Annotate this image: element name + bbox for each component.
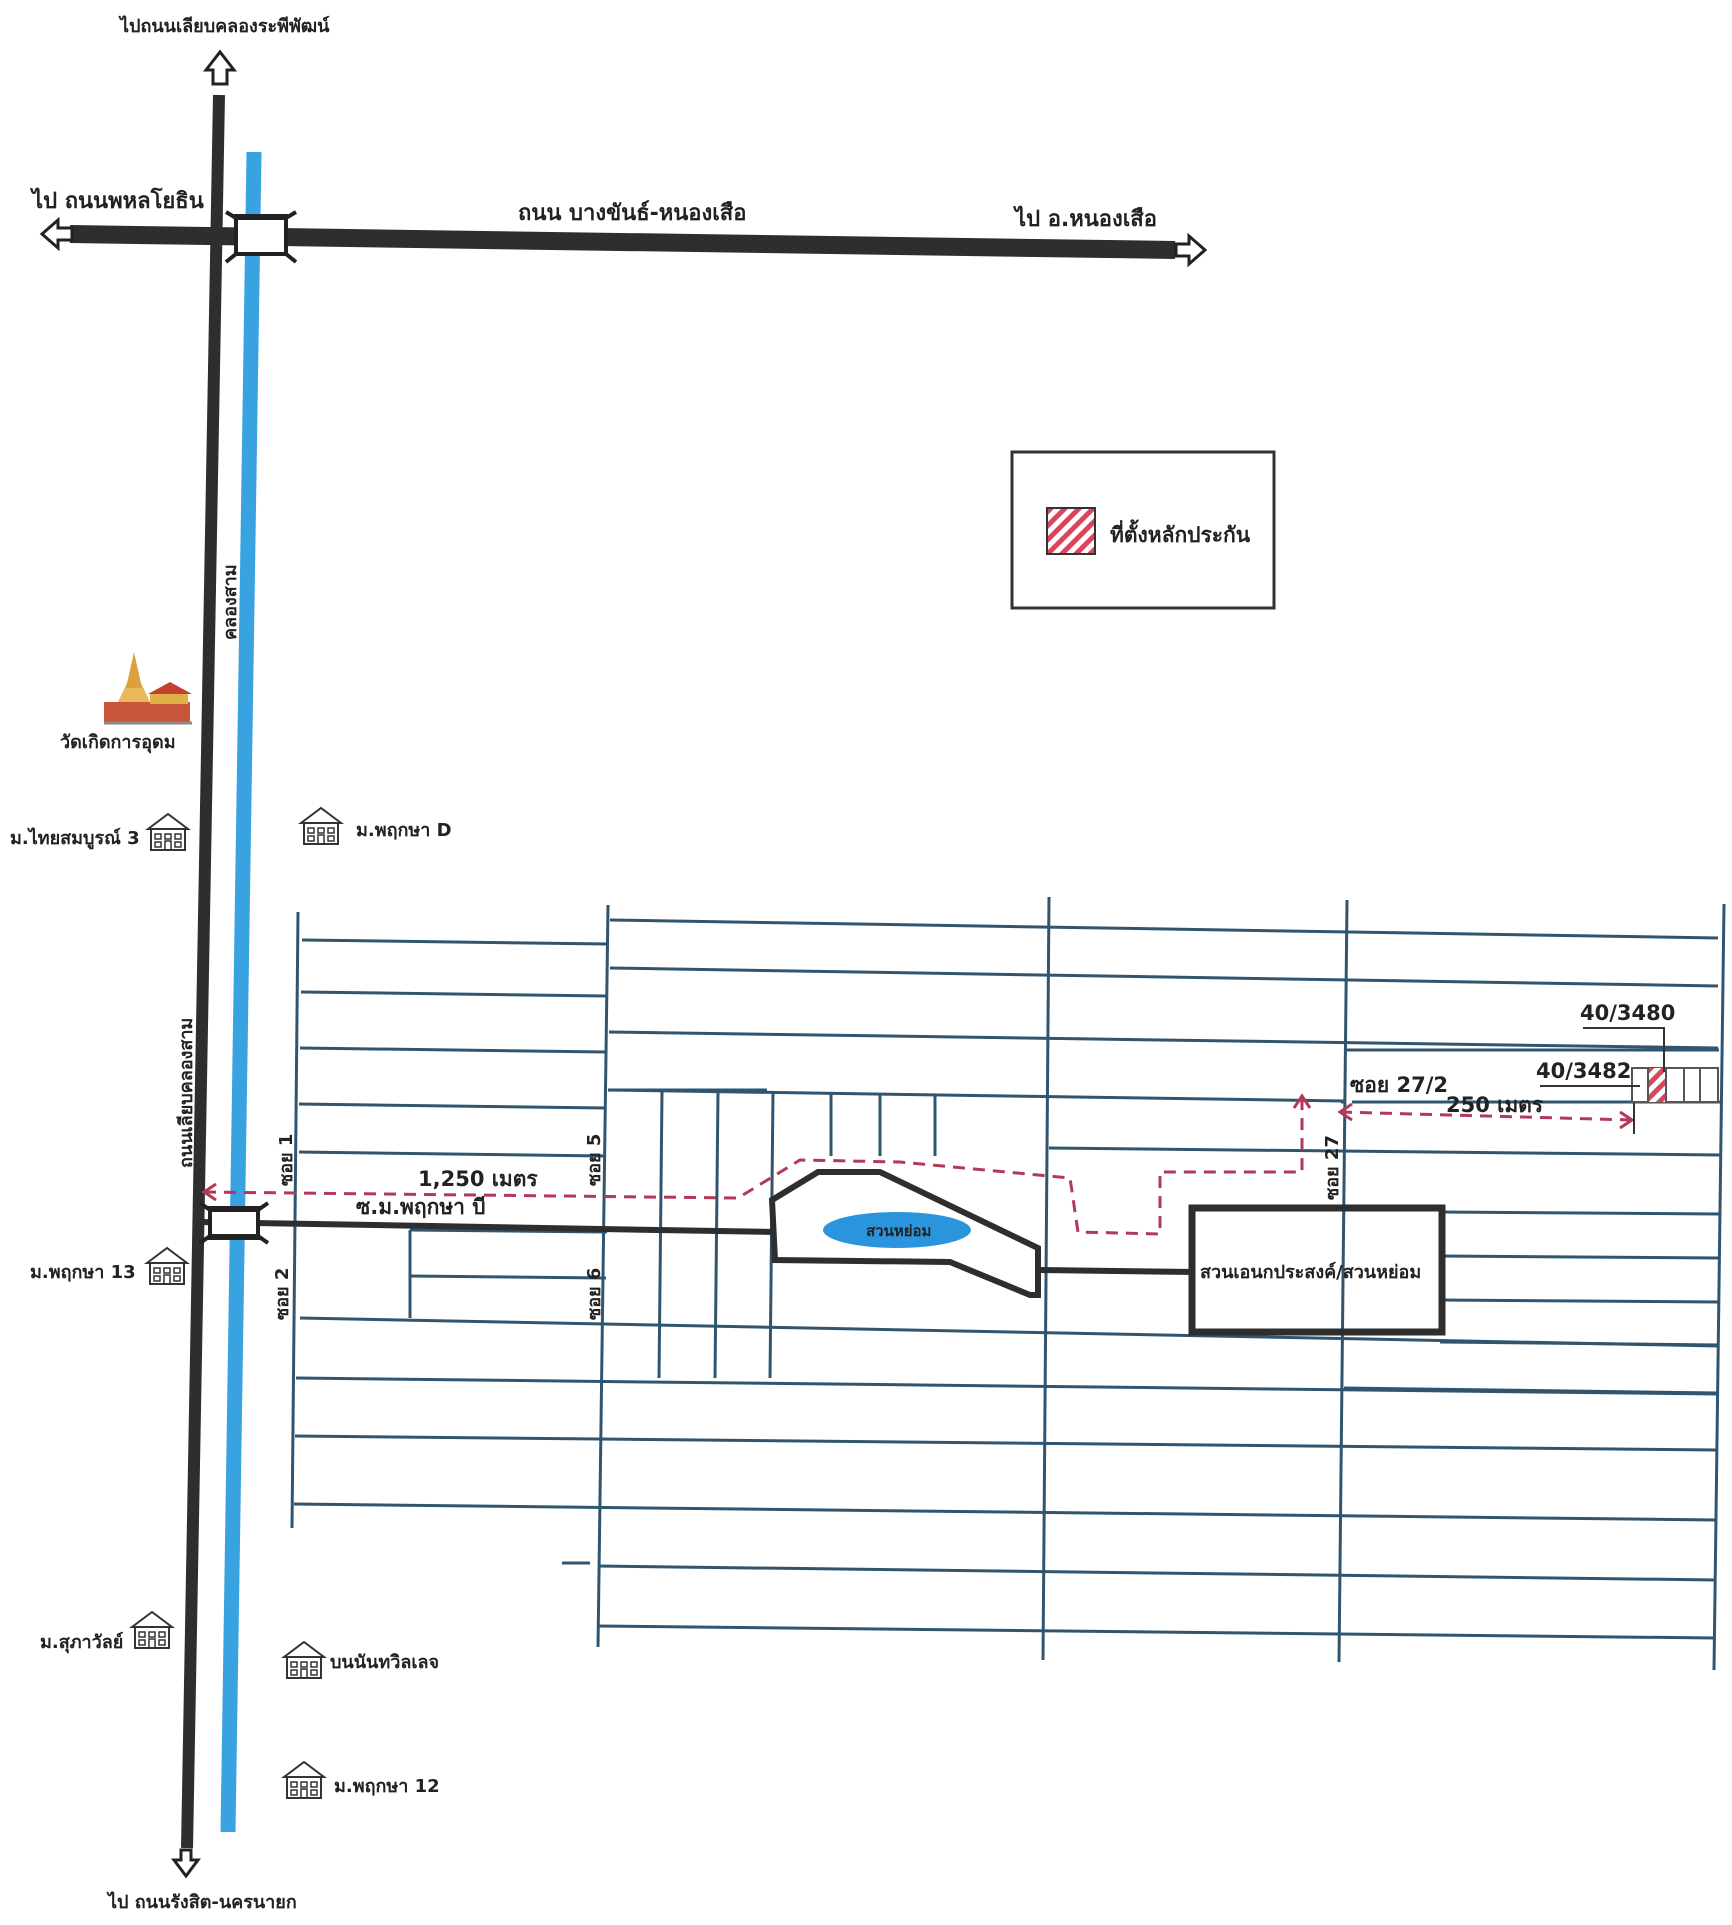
label-village-road: ซ.ม.พฤกษา บี (356, 1195, 486, 1219)
label-to-east: ไป อ.หนองเสือ (1013, 205, 1157, 232)
label-thai-somboon: ม.ไทยสมบูรณ์ 3 (10, 827, 140, 850)
canal-khlong-sam (220, 151, 262, 1833)
label-plot-a: 40/3480 (1580, 1001, 1675, 1025)
pond-ellipse (823, 1212, 971, 1248)
label-soi-27: ซอย 27 (1322, 1135, 1343, 1200)
village-road-pruksa-b (199, 1219, 776, 1235)
label-to-south: ไป ถนนรังสิต-นครนายก (106, 1891, 297, 1913)
label-pruksa-12: ม.พฤกษา 12 (334, 1776, 440, 1797)
bridge-icon (224, 210, 298, 264)
label-soi-2: ซอย 2 (272, 1268, 293, 1320)
house-icon (147, 813, 189, 851)
left-arrow-icon (39, 216, 74, 252)
label-soi-27-2: ซอย 27/2 (1350, 1073, 1448, 1097)
house-icon (131, 1611, 173, 1649)
hatched-plot-icon (1648, 1068, 1666, 1102)
house-icon (283, 1641, 325, 1679)
label-main-road: ถนน บางขันธ์-หนองเสือ (518, 200, 746, 226)
subdivision-grid (290, 896, 1726, 1671)
label-soi-6: ซอย 6 (584, 1268, 605, 1320)
down-arrow-icon (171, 1848, 201, 1879)
label-park: สวนเอนกประสงค์/สวนหย่อม (1200, 1261, 1421, 1283)
label-pruksa-d: ม.พฤกษา D (356, 820, 452, 841)
label-temple: วัดเกิดการอุดม (60, 732, 176, 754)
label-dist-250: 250 เมตร (1446, 1093, 1544, 1117)
temple-icon (104, 652, 192, 725)
label-pond: สวนหย่อม (866, 1222, 931, 1240)
legend-label: ที่ตั้งหลักประกัน (1110, 519, 1251, 547)
legend: ที่ตั้งหลักประกัน (1010, 450, 1276, 610)
label-to-west: ไป ถนนพหลโยธิน (30, 187, 204, 214)
right-arrow-icon (1174, 232, 1208, 268)
label-canal: คลองสาม (220, 564, 241, 640)
collateral-plot (1540, 1027, 1719, 1103)
label-bnn: บนนันทวิลเลจ (330, 1652, 439, 1673)
hatched-plot-icon (1046, 507, 1096, 555)
label-canal-road: ถนนเลียบคลองสาม (176, 1018, 197, 1168)
route-path (203, 1098, 1633, 1236)
multipurpose-park-outline (1188, 1204, 1446, 1336)
label-dist-1250: 1,250 เมตร (418, 1167, 538, 1191)
bridge-icon (198, 1201, 270, 1245)
label-pruksa-13: ม.พฤกษา 13 (30, 1262, 136, 1283)
label-plot-b: 40/3482 (1536, 1059, 1631, 1083)
label-supawan: ม.สุภาวัลย์ (40, 1631, 123, 1654)
up-arrow-icon (202, 49, 238, 86)
label-to-north: ไปถนนเลียบคลองระพีพัฒน์ (118, 15, 330, 37)
label-soi-5: ซอย 5 (584, 1134, 605, 1186)
house-icon (283, 1761, 325, 1799)
house-icon (300, 807, 342, 845)
house-icon (146, 1247, 188, 1285)
canal-road (181, 94, 225, 1849)
route-arrowheads (201, 1093, 1635, 1202)
label-soi-1: ซอย 1 (276, 1134, 297, 1186)
